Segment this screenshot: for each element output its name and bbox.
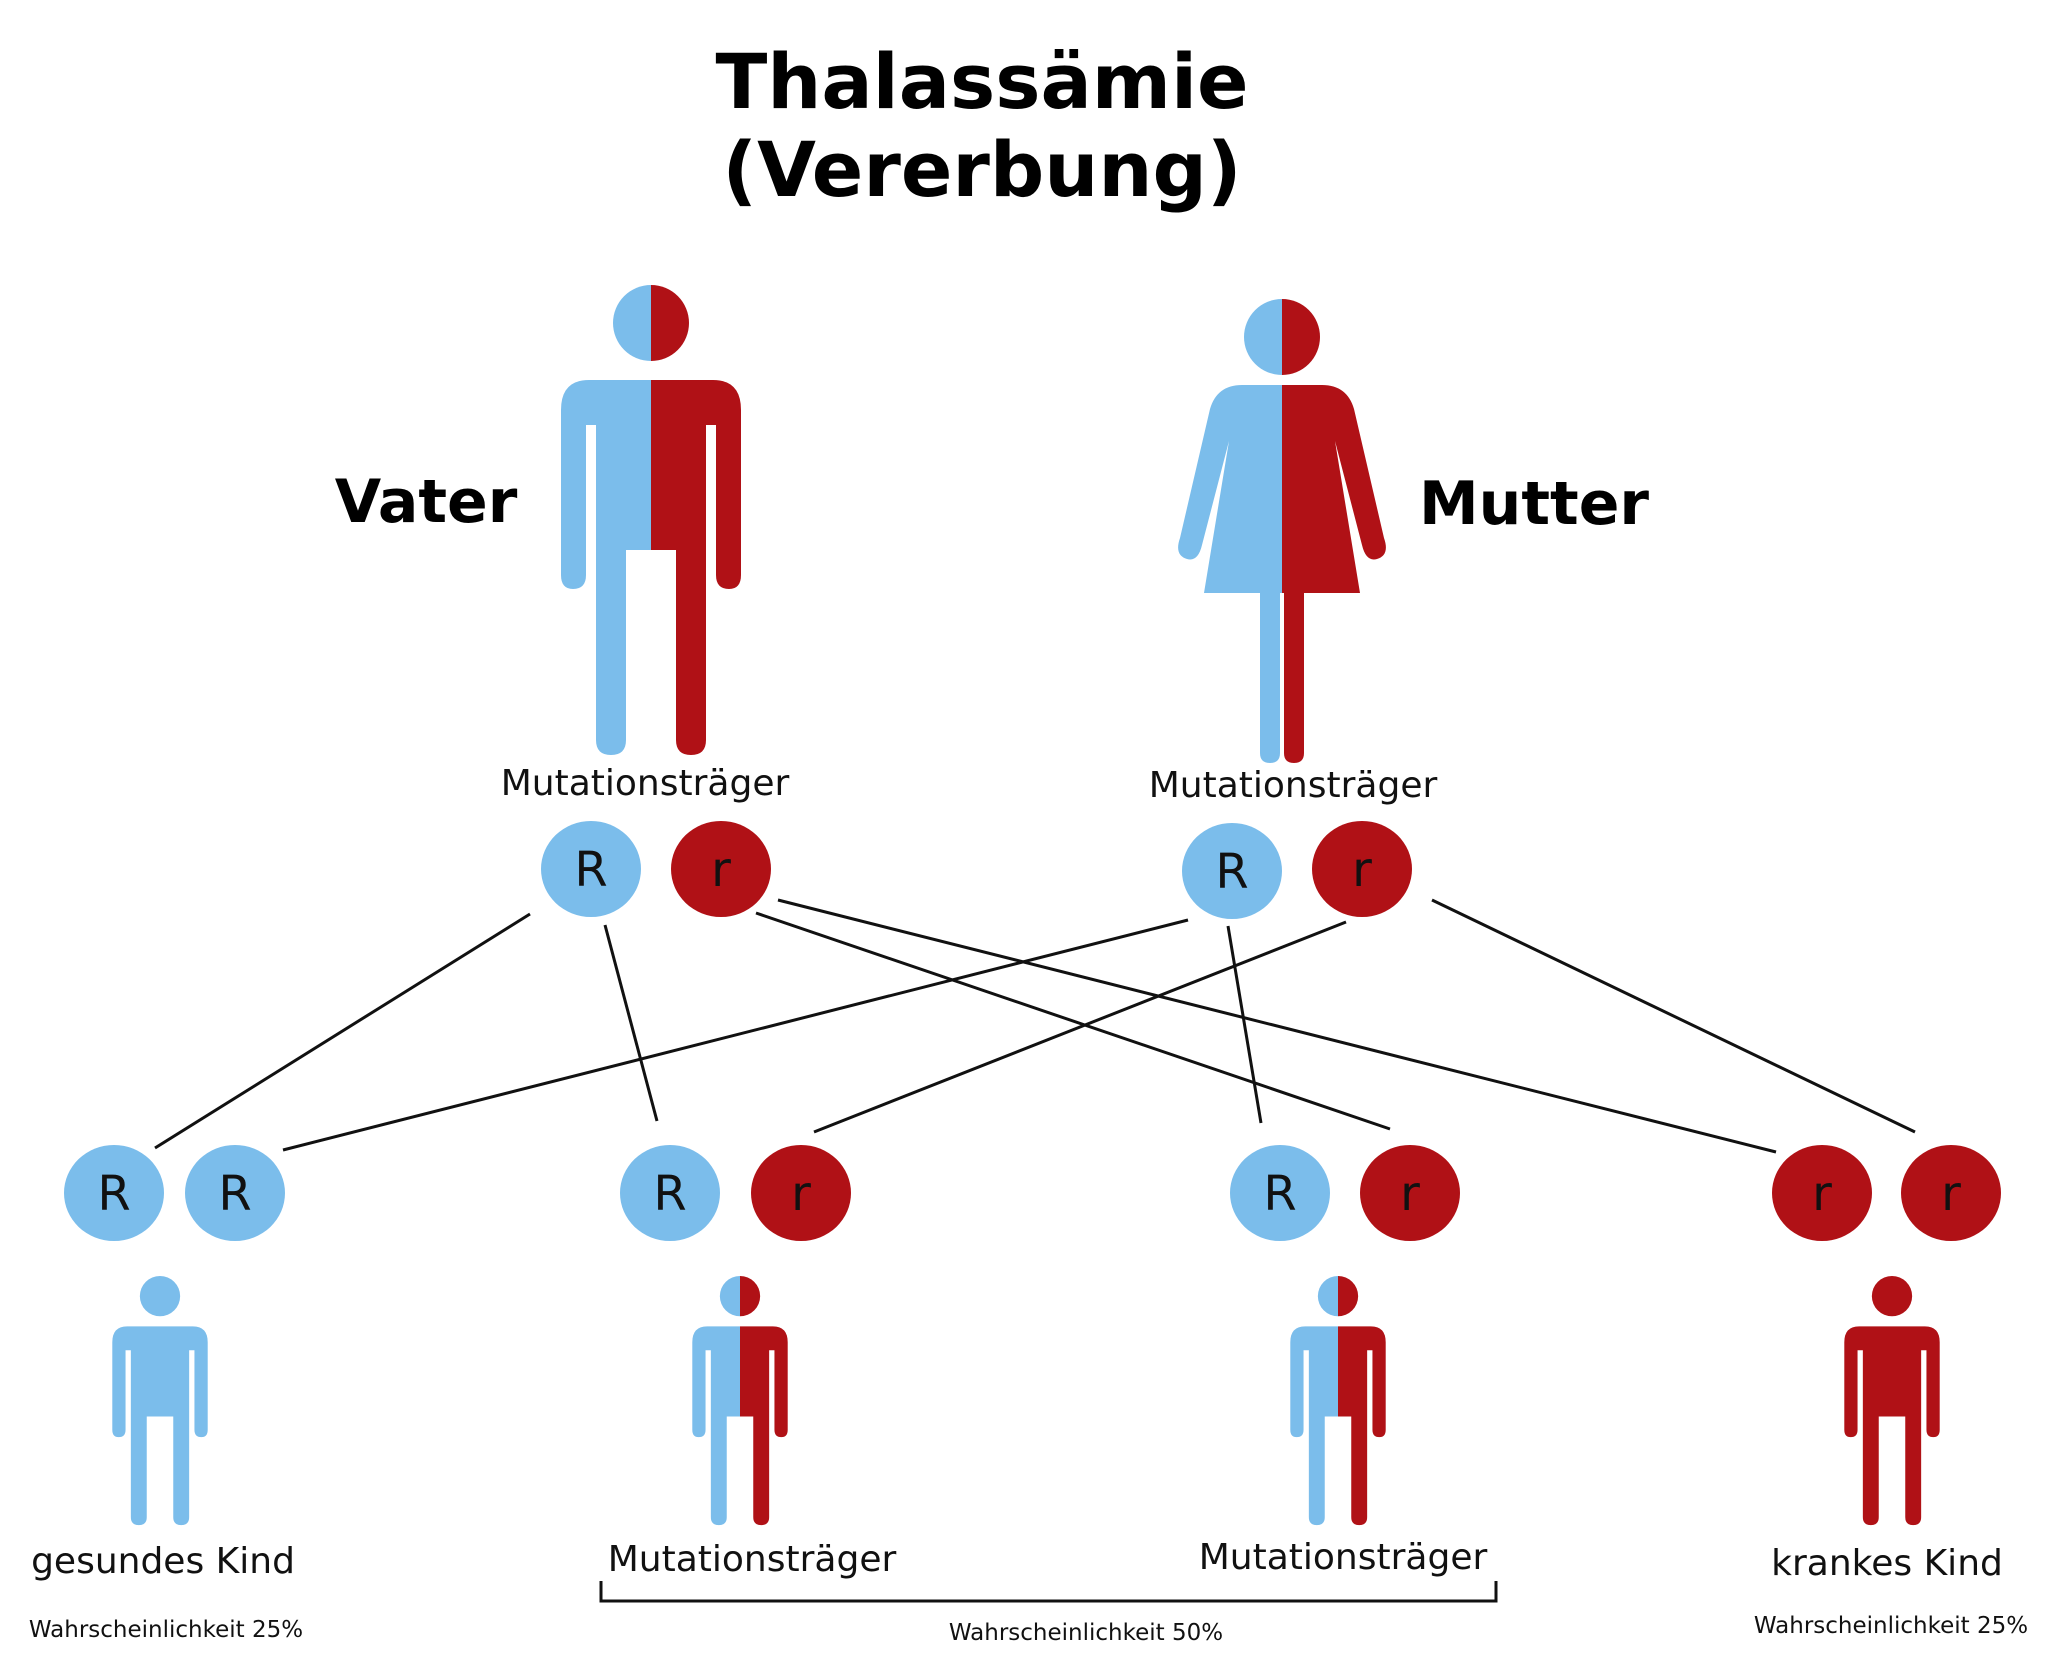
svg-text:R: R	[653, 1166, 686, 1222]
child1-allele-2: R	[185, 1145, 285, 1241]
child2-figure-icon	[692, 1276, 788, 1526]
mother-status: Mutationsträger	[1149, 765, 1438, 806]
svg-text:r: r	[1400, 1166, 1420, 1222]
child4-allele-2: r	[1901, 1145, 2001, 1241]
svg-text:r: r	[1352, 842, 1372, 898]
svg-text:R: R	[1263, 1166, 1296, 1222]
diagram-title-line2: (Vererbung)	[722, 125, 1241, 214]
child4-probability: Wahrscheinlichkeit 25%	[1754, 1613, 2028, 1639]
mother-figure-icon	[1178, 299, 1386, 763]
child3-figure-icon	[1290, 1276, 1386, 1526]
mother-allele-recessive: r	[1312, 821, 1412, 917]
svg-text:R: R	[97, 1166, 130, 1222]
child4-label: krankes Kind	[1771, 1543, 2003, 1584]
child3-label: Mutationsträger	[1199, 1537, 1488, 1578]
father-allele-recessive: r	[671, 821, 771, 917]
father-status: Mutationsträger	[501, 763, 790, 804]
child1-probability: Wahrscheinlichkeit 25%	[29, 1617, 303, 1643]
father-allele-dominant: R	[541, 821, 641, 917]
child1-figure-icon	[112, 1276, 208, 1526]
child4-allele-1: r	[1772, 1145, 1872, 1241]
child3-allele-1: R	[1230, 1145, 1330, 1241]
mother-label: Mutter	[1419, 469, 1649, 539]
child3-allele-2: r	[1360, 1145, 1460, 1241]
svg-text:r: r	[1941, 1166, 1961, 1222]
carrier-probability: Wahrscheinlichkeit 50%	[949, 1620, 1223, 1646]
child2-allele-2: r	[751, 1145, 851, 1241]
child1-allele-1: R	[64, 1145, 164, 1241]
child4-figure-icon	[1844, 1276, 1940, 1526]
diagram-title-line1: Thalassämie	[715, 37, 1248, 126]
mother-allele-dominant: R	[1182, 823, 1282, 919]
father-label: Vater	[335, 467, 518, 537]
svg-text:R: R	[1215, 844, 1248, 900]
inheritance-lines	[154, 898, 1916, 1154]
child1-label: gesundes Kind	[31, 1541, 295, 1582]
svg-text:r: r	[1812, 1166, 1832, 1222]
svg-text:R: R	[574, 842, 607, 898]
father-figure-icon	[561, 285, 741, 755]
svg-text:r: r	[791, 1166, 811, 1222]
svg-text:R: R	[218, 1166, 251, 1222]
carrier-bracket	[599, 1581, 1498, 1603]
svg-text:r: r	[711, 842, 731, 898]
child2-allele-1: R	[620, 1145, 720, 1241]
child2-label: Mutationsträger	[608, 1539, 897, 1580]
